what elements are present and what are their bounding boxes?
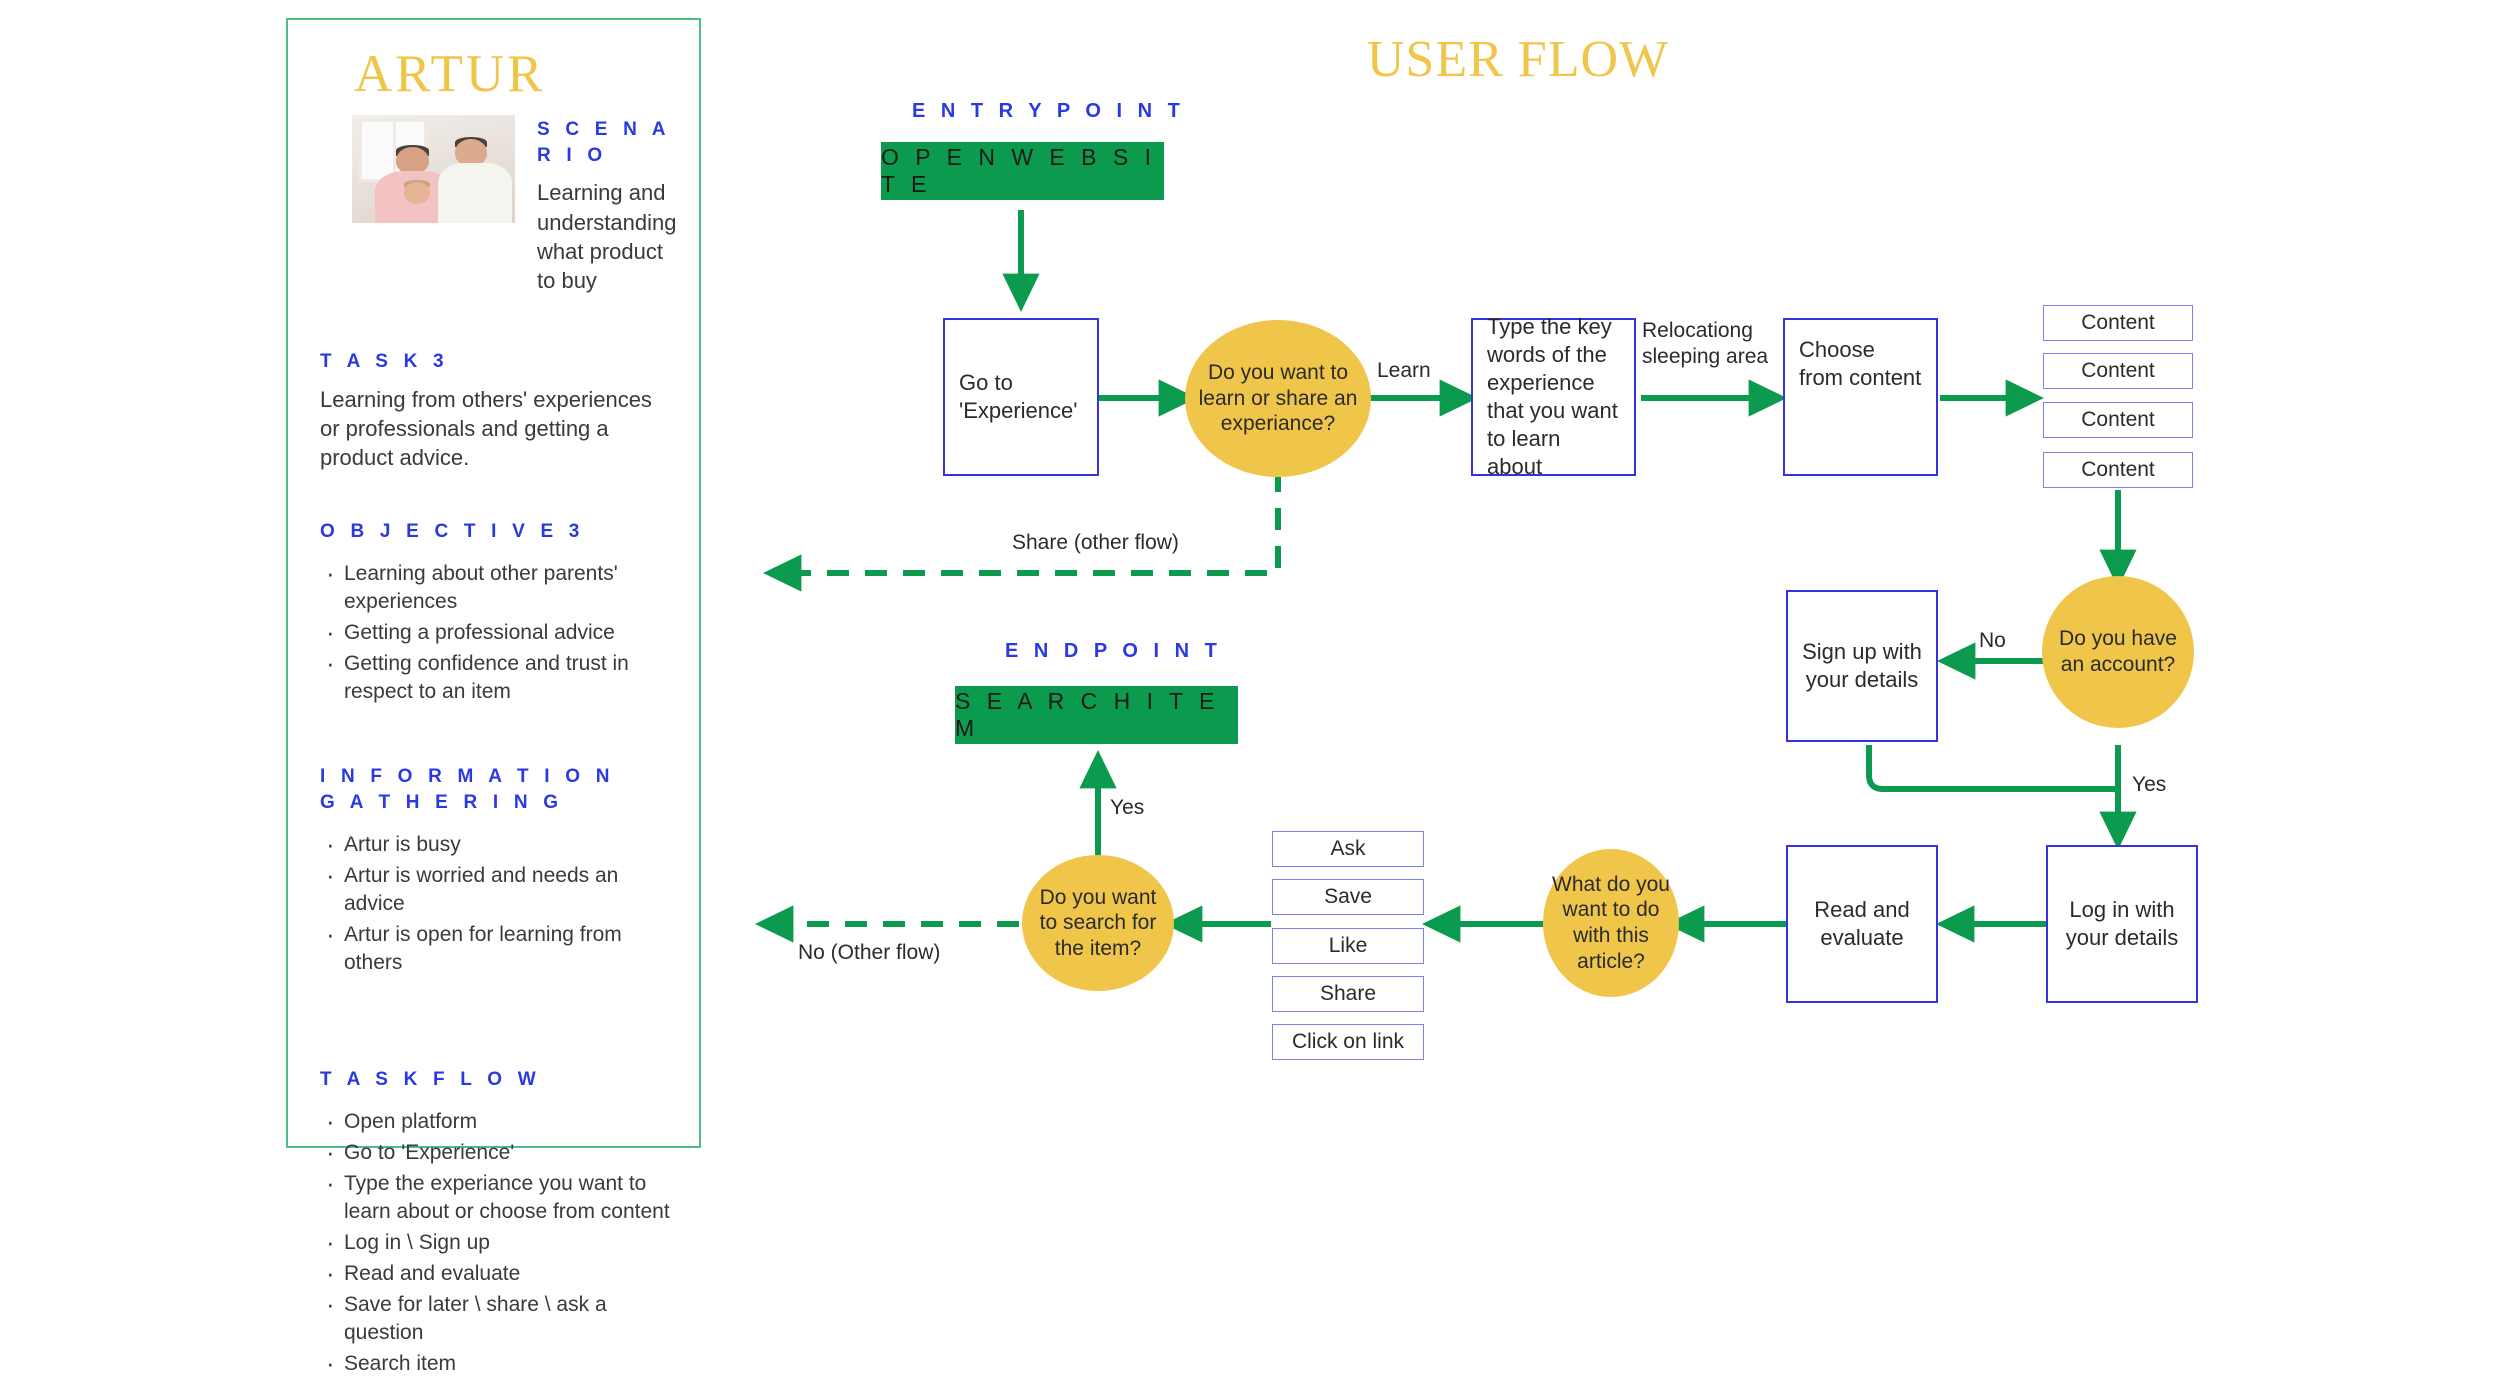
scenario-row: S C E N A R I O Learning and understandi…	[352, 115, 676, 295]
end-point-button[interactable]: S E A R C H I T E M	[955, 686, 1238, 744]
objective-label: O B J E C T I V E 3	[320, 520, 585, 542]
list-item: Artur is worried and needs an advice	[320, 858, 671, 918]
persona-name: ARTUR	[354, 45, 546, 103]
entry-point-label: E N T R Y P O I N T	[912, 100, 1185, 122]
entry-point-button[interactable]: O P E N W E B S I T E	[881, 142, 1164, 200]
edge-label-no-other-flow: No (Other flow)	[798, 941, 941, 964]
edge-label-share-other-flow: Share (other flow)	[1012, 531, 1179, 554]
persona-sidebar: ARTUR S C E N A R I O Learning and under…	[286, 18, 701, 1380]
page-title: USER FLOW	[1366, 31, 1670, 88]
decision-search-item[interactable]: Do you want to search for the item?	[1022, 855, 1174, 991]
list-item: Getting a professional advice	[320, 615, 671, 649]
list-item: Search item	[320, 1346, 671, 1380]
edge-label-learn: Learn	[1377, 359, 1431, 382]
content-item[interactable]: Content	[2043, 452, 2193, 488]
content-item[interactable]: Content	[2043, 353, 2193, 389]
node-log-in[interactable]: Log in with your details	[2046, 845, 2198, 1003]
action-item-like[interactable]: Like	[1272, 928, 1424, 964]
objective-section: O B J E C T I V E 3 Learning about other…	[320, 519, 671, 706]
information-gathering-list: Artur is busy Artur is worried and needs…	[320, 827, 671, 977]
list-item: Log in \ Sign up	[320, 1225, 671, 1259]
list-item: Read and evaluate	[320, 1256, 671, 1290]
information-gathering-label-line2: G A T H E R I N G	[320, 791, 564, 813]
decision-have-account[interactable]: Do you have an account?	[2042, 576, 2194, 728]
task-text: Learning from others' experiences or pro…	[320, 386, 652, 471]
scenario-text: Learning and understanding what product …	[537, 180, 677, 294]
edge-label-no-account: No	[1979, 629, 2006, 652]
node-choose-from-content[interactable]: Choose from content	[1783, 318, 1938, 476]
action-item-save[interactable]: Save	[1272, 879, 1424, 915]
task-flow-label: T A S K F L O W	[320, 1068, 541, 1090]
information-gathering-label-line1: I N F O R M A T I O N	[320, 765, 615, 787]
content-item[interactable]: Content	[2043, 402, 2193, 438]
list-item: Save for later \ share \ ask a question	[320, 1287, 671, 1347]
decision-learn-or-share[interactable]: Do you want to learn or share an experia…	[1185, 320, 1371, 477]
objective-list: Learning about other parents' experience…	[320, 556, 671, 706]
action-item-click-on-link[interactable]: Click on link	[1272, 1024, 1424, 1060]
information-gathering-section: I N F O R M A T I O N G A T H E R I N G …	[320, 764, 671, 977]
user-flow-diagram: ARTUR S C E N A R I O Learning and under…	[0, 0, 2500, 1167]
list-item: Learning about other parents' experience…	[320, 556, 671, 616]
list-item: Type the experiance you want to learn ab…	[320, 1166, 671, 1226]
list-item: Open platform	[320, 1104, 671, 1138]
persona-photo	[352, 115, 515, 223]
node-go-to-experience-line1: Go to	[959, 369, 1013, 395]
node-type-keywords[interactable]: Type the key words of the experience tha…	[1471, 314, 1636, 479]
action-item-ask[interactable]: Ask	[1272, 831, 1424, 867]
list-item: Getting confidence and trust in respect …	[320, 646, 671, 706]
edge-label-yes-account: Yes	[2132, 773, 2167, 796]
edge-label-yes-search: Yes	[1110, 796, 1145, 819]
task-label: T A S K 3	[320, 351, 449, 373]
node-read-and-evaluate[interactable]: Read and evaluate	[1786, 845, 1938, 1003]
task-flow-list: Open platform Go to 'Experience' Type th…	[320, 1104, 671, 1380]
task-flow-section: T A S K F L O W Open platform Go to 'Exp…	[320, 1067, 671, 1380]
content-item[interactable]: Content	[2043, 305, 2193, 341]
list-item: Go to 'Experience'	[320, 1135, 671, 1169]
node-sign-up[interactable]: Sign up with your details	[1786, 590, 1938, 742]
scenario-label: S C E N A R I O	[537, 119, 671, 166]
edge-label-relocating: Relocationg sleeping area	[1642, 319, 1769, 369]
node-go-to-experience-line2: 'Experience'	[959, 398, 1078, 423]
end-point-label: E N D P O I N T	[1005, 640, 1222, 662]
task-section: T A S K 3 Learning from others' experien…	[320, 349, 671, 472]
decision-what-to-do[interactable]: What do you want to do with this article…	[1543, 849, 1679, 997]
list-item: Artur is open for learning from others	[320, 917, 671, 977]
node-go-to-experience[interactable]: Go to 'Experience'	[943, 318, 1099, 476]
list-item: Artur is busy	[320, 827, 671, 861]
action-item-share[interactable]: Share	[1272, 976, 1424, 1012]
